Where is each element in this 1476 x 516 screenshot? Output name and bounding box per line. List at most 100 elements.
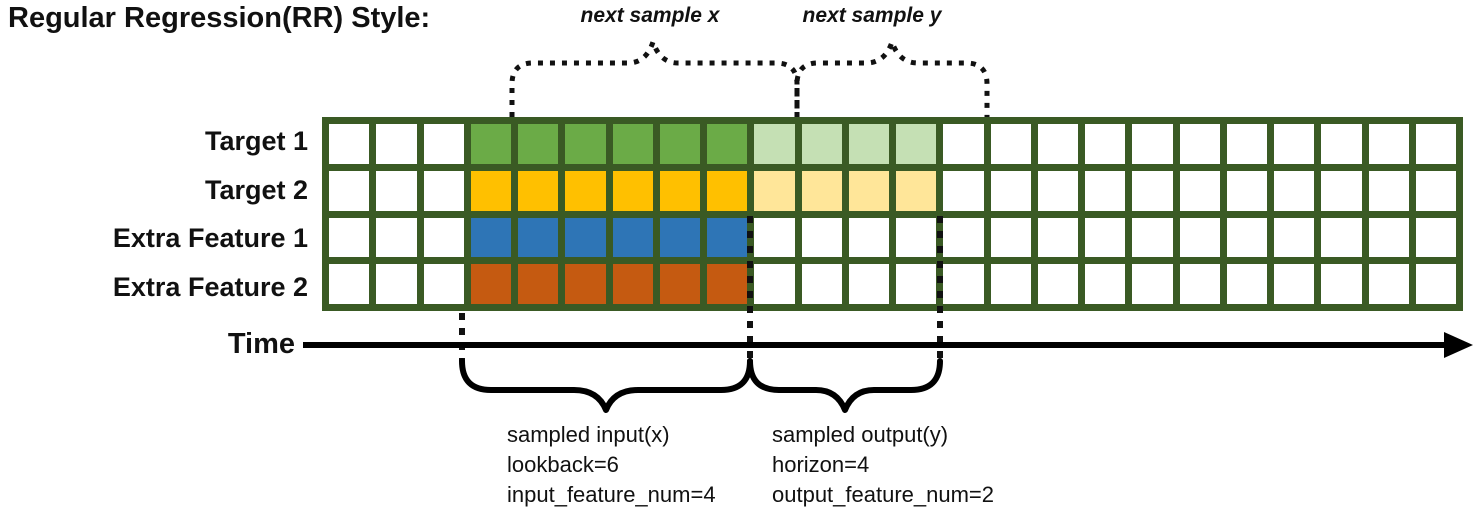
grid-cell [848,124,889,164]
grid-cell [848,170,889,211]
row-label-extra-feature-1: Extra Feature 1 [112,223,308,253]
grid-cell [565,217,606,258]
grid-cell [801,217,842,258]
grid-cell [754,124,795,164]
next-sample-y-label: next sample y [802,4,942,27]
grid-cell [565,124,606,164]
next-sample-x-label: next sample x [580,4,720,27]
grid-cell [754,217,795,258]
grid-cell [423,217,464,258]
grid-cell [659,124,700,164]
grid-cell [376,217,417,258]
grid-cell [329,170,370,211]
grid-cell [518,124,559,164]
grid-cell [707,217,748,258]
grid-cell [423,170,464,211]
horizon-value: horizon=4 [772,452,870,477]
grid-cell [329,264,370,304]
grid-cell [801,124,842,164]
grid-cell [943,217,984,258]
grid-cell [376,124,417,164]
lookback-value: lookback=6 [507,452,619,477]
grid-cell [1037,170,1078,211]
sampled-input-title: sampled input(x) [507,422,670,447]
grid-cell [990,124,1031,164]
grid-cell [329,124,370,164]
grid-cell [470,124,511,164]
grid-cell [1274,217,1315,258]
grid-cell [1085,217,1126,258]
grid-cell [1037,217,1078,258]
grid-cell [1415,217,1456,258]
grid-cell [612,124,653,164]
grid-cell [1321,170,1362,211]
grid-cell [1274,124,1315,164]
grid-cell [470,264,511,304]
grid-cell [896,170,937,211]
input-feature-num-value: input_feature_num=4 [507,482,716,507]
grid-cell [801,264,842,304]
grid-cell [518,264,559,304]
row-label-extra-feature-2: Extra Feature 2 [112,272,308,302]
grid-cell [518,170,559,211]
grid-cell [848,264,889,304]
grid-cell [1415,170,1456,211]
grid-cell [1037,124,1078,164]
grid-cell [1132,217,1173,258]
grid-cell [1321,217,1362,258]
grid-cell [612,170,653,211]
grid-cell [423,124,464,164]
grid-cell [470,170,511,211]
sampled-output-annotation: sampled output(y) horizon=4 output_featu… [772,420,994,510]
time-axis-arrowhead [1444,332,1473,358]
grid-cell [1226,264,1267,304]
grid-cell [707,264,748,304]
grid-cell [707,170,748,211]
grid-cell [1037,264,1078,304]
grid-cell [896,124,937,164]
grid-cell [1274,170,1315,211]
grid-cell [1179,264,1220,304]
grid-cell [1179,217,1220,258]
grid-cell [659,217,700,258]
grid-cell [943,170,984,211]
grid-cell [329,217,370,258]
grid-cell [707,124,748,164]
grid-cell [1274,264,1315,304]
grid-cell [896,217,937,258]
grid-cell [470,217,511,258]
sampled-output-title: sampled output(y) [772,422,949,447]
next-sample-y-brace [794,34,990,117]
grid-cell [1132,124,1173,164]
grid-cell [896,264,937,304]
grid-cell [754,264,795,304]
grid-cell [1085,124,1126,164]
grid-cell [1321,264,1362,304]
grid-cell [754,170,795,211]
grid-cell [943,124,984,164]
row-label-target-2: Target 2 [204,175,308,205]
sampled-output-brace [747,358,943,413]
sampled-input-annotation: sampled input(x) lookback=6 input_featur… [507,420,716,510]
grid-cell [1368,217,1409,258]
grid-cell [943,264,984,304]
grid-cell [565,170,606,211]
grid-cell [990,264,1031,304]
next-sample-x-brace [509,34,800,117]
grid-cell [1415,264,1456,304]
grid-cell [1368,124,1409,164]
grid-cell [1368,170,1409,211]
grid-cell [376,264,417,304]
grid-cell [990,170,1031,211]
output-feature-num-value: output_feature_num=2 [772,482,995,507]
grid-cell [1085,170,1126,211]
grid-cell [659,170,700,211]
grid-cell [659,264,700,304]
grid-cell [1179,170,1220,211]
grid-cell [1179,124,1220,164]
row-label-target-1: Target 1 [204,126,308,156]
diagram-title: Regular Regression(RR) Style: [8,2,431,34]
grid-cell [1321,124,1362,164]
sample-grid [322,117,1463,311]
grid-cell [1226,217,1267,258]
